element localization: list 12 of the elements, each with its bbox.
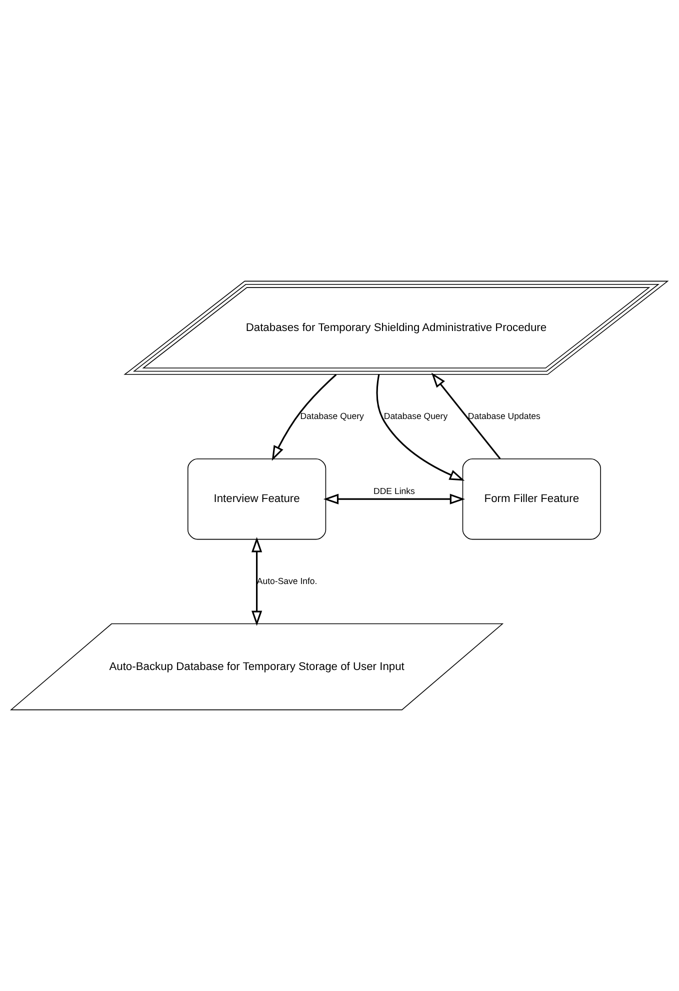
edge-label: Database Query: [300, 410, 364, 421]
edge-label: Database Query: [384, 410, 448, 421]
arrow: [431, 372, 501, 460]
node-box: Interview Feature: [187, 458, 326, 540]
edge-label: Database Updates: [468, 410, 540, 421]
node-box: Form Filler Feature: [462, 458, 601, 540]
arrow: [323, 494, 466, 504]
arrow: [272, 374, 337, 461]
arrow: [252, 537, 262, 626]
edge-label: DDE Links: [374, 486, 415, 496]
edge-label: Auto-Save Info.: [256, 576, 318, 586]
arrow: [376, 374, 465, 481]
